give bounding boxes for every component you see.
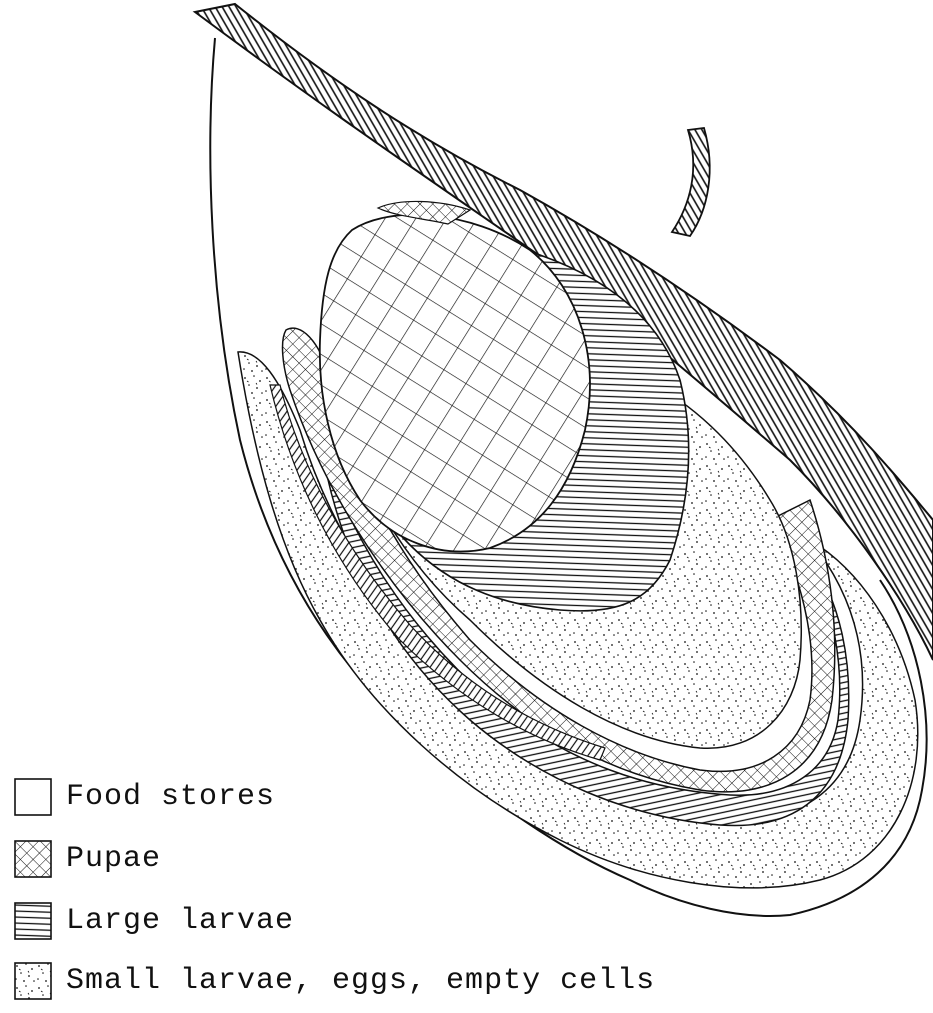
- swatch-pupae: [14, 840, 52, 878]
- swatch-small-larvae: [14, 962, 52, 1000]
- legend-label-food-stores: Food stores: [66, 778, 275, 816]
- swatch-large-larvae: [14, 902, 52, 940]
- legend-label-small-larvae: Small larvae, eggs, empty cells: [66, 962, 655, 1000]
- twig: [672, 128, 710, 236]
- legend-label-large-larvae: Large larvae: [66, 902, 294, 940]
- legend-label-pupae: Pupae: [66, 840, 161, 878]
- swatch-food-stores: [14, 778, 52, 816]
